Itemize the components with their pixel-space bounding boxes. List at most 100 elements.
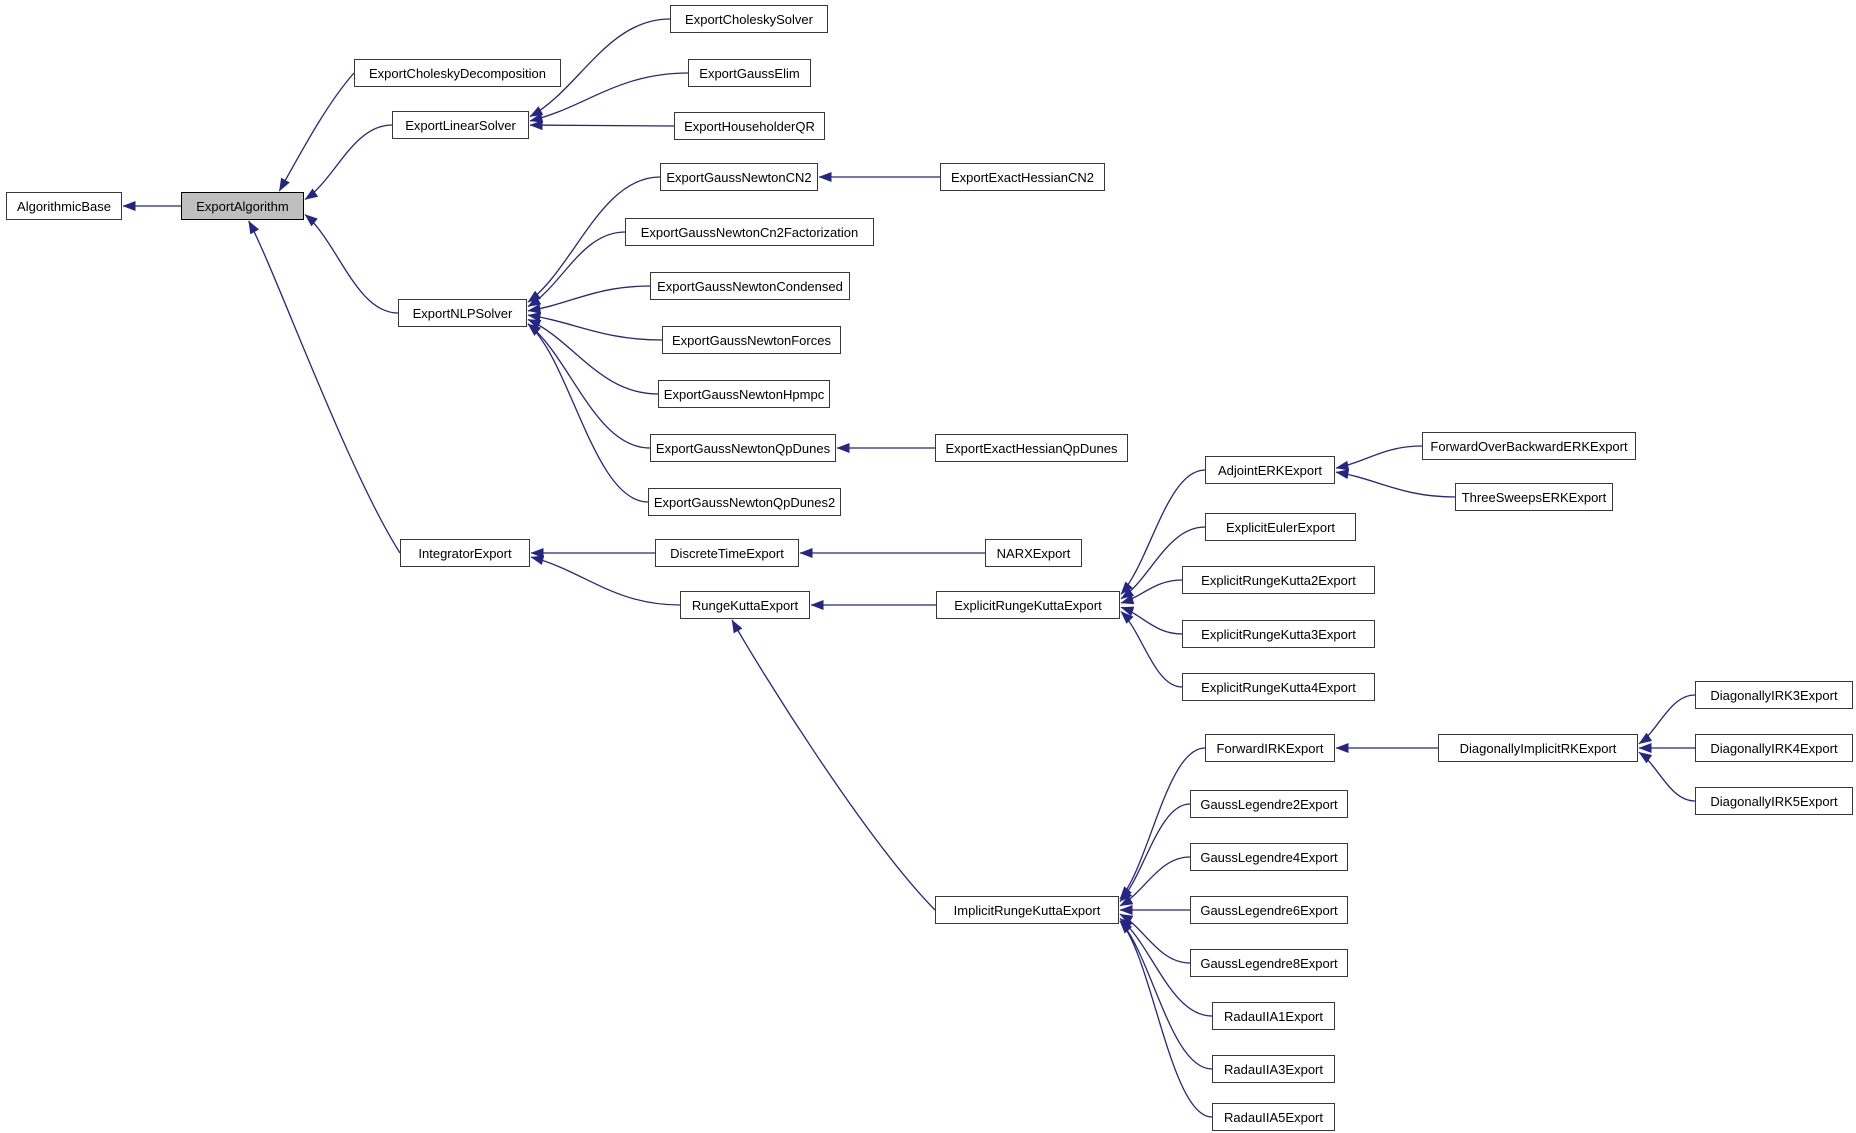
node-diagonally-irk4-export[interactable]: DiagonallyIRK4Export	[1695, 734, 1853, 762]
node-label: RungeKuttaExport	[691, 597, 799, 613]
node-label: IntegratorExport	[418, 545, 512, 561]
node-label: AlgorithmicBase	[17, 198, 111, 214]
node-label: ExportNLPSolver	[412, 305, 513, 321]
edge-explicit-runge-kutta4-export-to-explicit-runge-kutta-export	[1120, 611, 1183, 688]
node-export-gauss-newton-forces[interactable]: ExportGaussNewtonForces	[662, 326, 841, 354]
node-export-gauss-newton-qp-dunes2[interactable]: ExportGaussNewtonQpDunes2	[648, 488, 841, 516]
node-implicit-runge-kutta-export[interactable]: ImplicitRungeKuttaExport	[935, 896, 1119, 924]
node-integrator-export[interactable]: IntegratorExport	[400, 539, 530, 567]
edge-gauss-legendre4-export-to-implicit-runge-kutta-export	[1119, 856, 1191, 907]
node-label: DiagonallyIRK3Export	[1710, 687, 1838, 703]
edge-export-gauss-newton-cn2-to-export-nlp-solver	[527, 176, 661, 303]
node-label: ThreeSweepsERKExport	[1461, 489, 1607, 505]
node-explicit-runge-kutta3-export[interactable]: ExplicitRungeKutta3Export	[1182, 620, 1375, 648]
node-label: ExplicitRungeKutta3Export	[1201, 626, 1356, 642]
edge-forward-over-backward-erk-export-to-adjoint-erk-export	[1335, 445, 1423, 471]
node-export-gauss-newton-cn2-factorization[interactable]: ExportGaussNewtonCn2Factorization	[625, 218, 874, 246]
node-label: ExportGaussNewtonForces	[672, 332, 831, 348]
edge-runge-kutta-export-to-integrator-export	[530, 555, 681, 606]
edge-export-gauss-newton-qp-dunes2-to-export-nlp-solver	[527, 323, 649, 503]
node-label: ExplicitRungeKuttaExport	[954, 597, 1102, 613]
node-label: ExplicitRungeKutta4Export	[1201, 679, 1356, 695]
edge-export-householder-qr-to-export-linear-solver	[529, 120, 675, 131]
node-label: ExportGaussNewtonQpDunes2	[653, 494, 836, 510]
node-label: GaussLegendre8Export	[1200, 955, 1338, 971]
node-label: ExportCholeskyDecomposition	[368, 65, 547, 81]
node-discrete-time-export[interactable]: DiscreteTimeExport	[655, 539, 799, 567]
node-adjoint-erk-export[interactable]: AdjointERKExport	[1205, 456, 1335, 484]
node-label: AdjointERKExport	[1217, 462, 1323, 478]
node-export-gauss-newton-qp-dunes[interactable]: ExportGaussNewtonQpDunes	[650, 434, 836, 462]
edge-export-gauss-newton-condensed-to-export-nlp-solver	[527, 285, 651, 314]
node-diagonally-irk5-export[interactable]: DiagonallyIRK5Export	[1695, 787, 1853, 815]
node-diagonally-irk3-export[interactable]: DiagonallyIRK3Export	[1695, 681, 1853, 709]
node-label: ExportCholeskySolver	[685, 11, 813, 27]
edge-explicit-runge-kutta3-export-to-explicit-runge-kutta-export	[1120, 606, 1183, 635]
node-algorithmic-base[interactable]: AlgorithmicBase	[6, 192, 122, 220]
node-export-algorithm: ExportAlgorithm	[181, 192, 304, 220]
node-label: ExportExactHessianQpDunes	[945, 440, 1118, 456]
node-gauss-legendre4-export[interactable]: GaussLegendre4Export	[1190, 843, 1348, 871]
edge-export-nlp-solver-to-export-algorithm	[304, 214, 399, 314]
node-diagonally-implicit-rk-export[interactable]: DiagonallyImplicitRKExport	[1438, 734, 1638, 762]
node-export-gauss-newton-cn2[interactable]: ExportGaussNewtonCN2	[660, 163, 818, 191]
node-export-gauss-newton-condensed[interactable]: ExportGaussNewtonCondensed	[650, 272, 850, 300]
node-export-gauss-newton-hpmpc[interactable]: ExportGaussNewtonHpmpc	[658, 380, 830, 408]
node-gauss-legendre6-export[interactable]: GaussLegendre6Export	[1190, 896, 1348, 924]
node-label: ExportGaussNewtonCn2Factorization	[640, 224, 859, 240]
edge-radau-iia3-export-to-implicit-runge-kutta-export	[1119, 920, 1213, 1070]
node-label: DiscreteTimeExport	[670, 545, 784, 561]
edge-explicit-euler-export-to-explicit-runge-kutta-export	[1120, 526, 1206, 600]
node-label: DiagonallyIRK4Export	[1710, 740, 1838, 756]
node-radau-iia1-export[interactable]: RadauIIA1Export	[1212, 1002, 1335, 1030]
edge-three-sweeps-erk-export-to-adjoint-erk-export	[1335, 469, 1456, 498]
node-export-gauss-elim[interactable]: ExportGaussElim	[688, 59, 811, 87]
edge-forward-irk-export-to-implicit-runge-kutta-export	[1119, 747, 1206, 900]
node-label: DiagonallyImplicitRKExport	[1459, 740, 1617, 756]
edge-export-cholesky-decomposition-to-export-algorithm	[278, 72, 355, 192]
node-export-cholesky-solver[interactable]: ExportCholeskySolver	[670, 5, 828, 33]
node-label: GaussLegendre4Export	[1200, 849, 1338, 865]
node-export-exact-hessian-qp-dunes[interactable]: ExportExactHessianQpDunes	[935, 434, 1128, 462]
node-export-cholesky-decomposition[interactable]: ExportCholeskyDecomposition	[354, 59, 561, 87]
node-radau-iia3-export[interactable]: RadauIIA3Export	[1212, 1055, 1335, 1083]
node-export-linear-solver[interactable]: ExportLinearSolver	[392, 111, 529, 139]
node-export-nlp-solver[interactable]: ExportNLPSolver	[398, 299, 527, 327]
node-gauss-legendre2-export[interactable]: GaussLegendre2Export	[1190, 790, 1348, 818]
node-label: RadauIIA3Export	[1223, 1061, 1323, 1077]
edge-explicit-runge-kutta2-export-to-explicit-runge-kutta-export	[1120, 579, 1183, 605]
node-label: ImplicitRungeKuttaExport	[953, 902, 1101, 918]
edge-diagonally-irk5-export-to-diagonally-implicit-rk-export	[1638, 751, 1696, 802]
node-label: ForwardOverBackwardERKExport	[1430, 438, 1628, 454]
edge-implicit-runge-kutta-export-to-runge-kutta-export	[731, 619, 936, 911]
edge-export-linear-solver-to-export-algorithm	[304, 124, 393, 201]
edge-export-gauss-newton-forces-to-export-nlp-solver	[527, 311, 663, 341]
edge-adjoint-erk-export-to-explicit-runge-kutta-export	[1120, 469, 1206, 595]
edge-export-gauss-newton-qp-dunes-to-export-nlp-solver	[527, 323, 651, 449]
node-label: ExportGaussElim	[699, 65, 800, 81]
node-explicit-runge-kutta2-export[interactable]: ExplicitRungeKutta2Export	[1182, 566, 1375, 594]
node-label: ExportLinearSolver	[405, 117, 516, 133]
node-three-sweeps-erk-export[interactable]: ThreeSweepsERKExport	[1455, 483, 1613, 511]
node-forward-irk-export[interactable]: ForwardIRKExport	[1205, 734, 1335, 762]
node-label: ExplicitRungeKutta2Export	[1201, 572, 1356, 588]
node-export-exact-hessian-cn2[interactable]: ExportExactHessianCN2	[940, 163, 1105, 191]
node-label: ExplicitEulerExport	[1225, 519, 1336, 535]
node-label: DiagonallyIRK5Export	[1710, 793, 1838, 809]
edge-integrator-export-to-export-algorithm	[248, 220, 401, 554]
node-narx-export[interactable]: NARXExport	[985, 539, 1082, 567]
node-label: ExportAlgorithm	[196, 198, 289, 214]
node-explicit-runge-kutta4-export[interactable]: ExplicitRungeKutta4Export	[1182, 673, 1375, 701]
node-label: ExportGaussNewtonQpDunes	[655, 440, 831, 456]
node-export-householder-qr[interactable]: ExportHouseholderQR	[674, 112, 825, 140]
node-explicit-runge-kutta-export[interactable]: ExplicitRungeKuttaExport	[936, 591, 1120, 619]
node-explicit-euler-export[interactable]: ExplicitEulerExport	[1205, 513, 1356, 541]
node-gauss-legendre8-export[interactable]: GaussLegendre8Export	[1190, 949, 1348, 977]
node-runge-kutta-export[interactable]: RungeKuttaExport	[680, 591, 810, 619]
edge-radau-iia5-export-to-implicit-runge-kutta-export	[1119, 920, 1213, 1118]
node-forward-over-backward-erk-export[interactable]: ForwardOverBackwardERKExport	[1422, 432, 1636, 460]
node-label: ExportHouseholderQR	[684, 118, 815, 134]
node-radau-iia5-export[interactable]: RadauIIA5Export	[1212, 1103, 1335, 1131]
